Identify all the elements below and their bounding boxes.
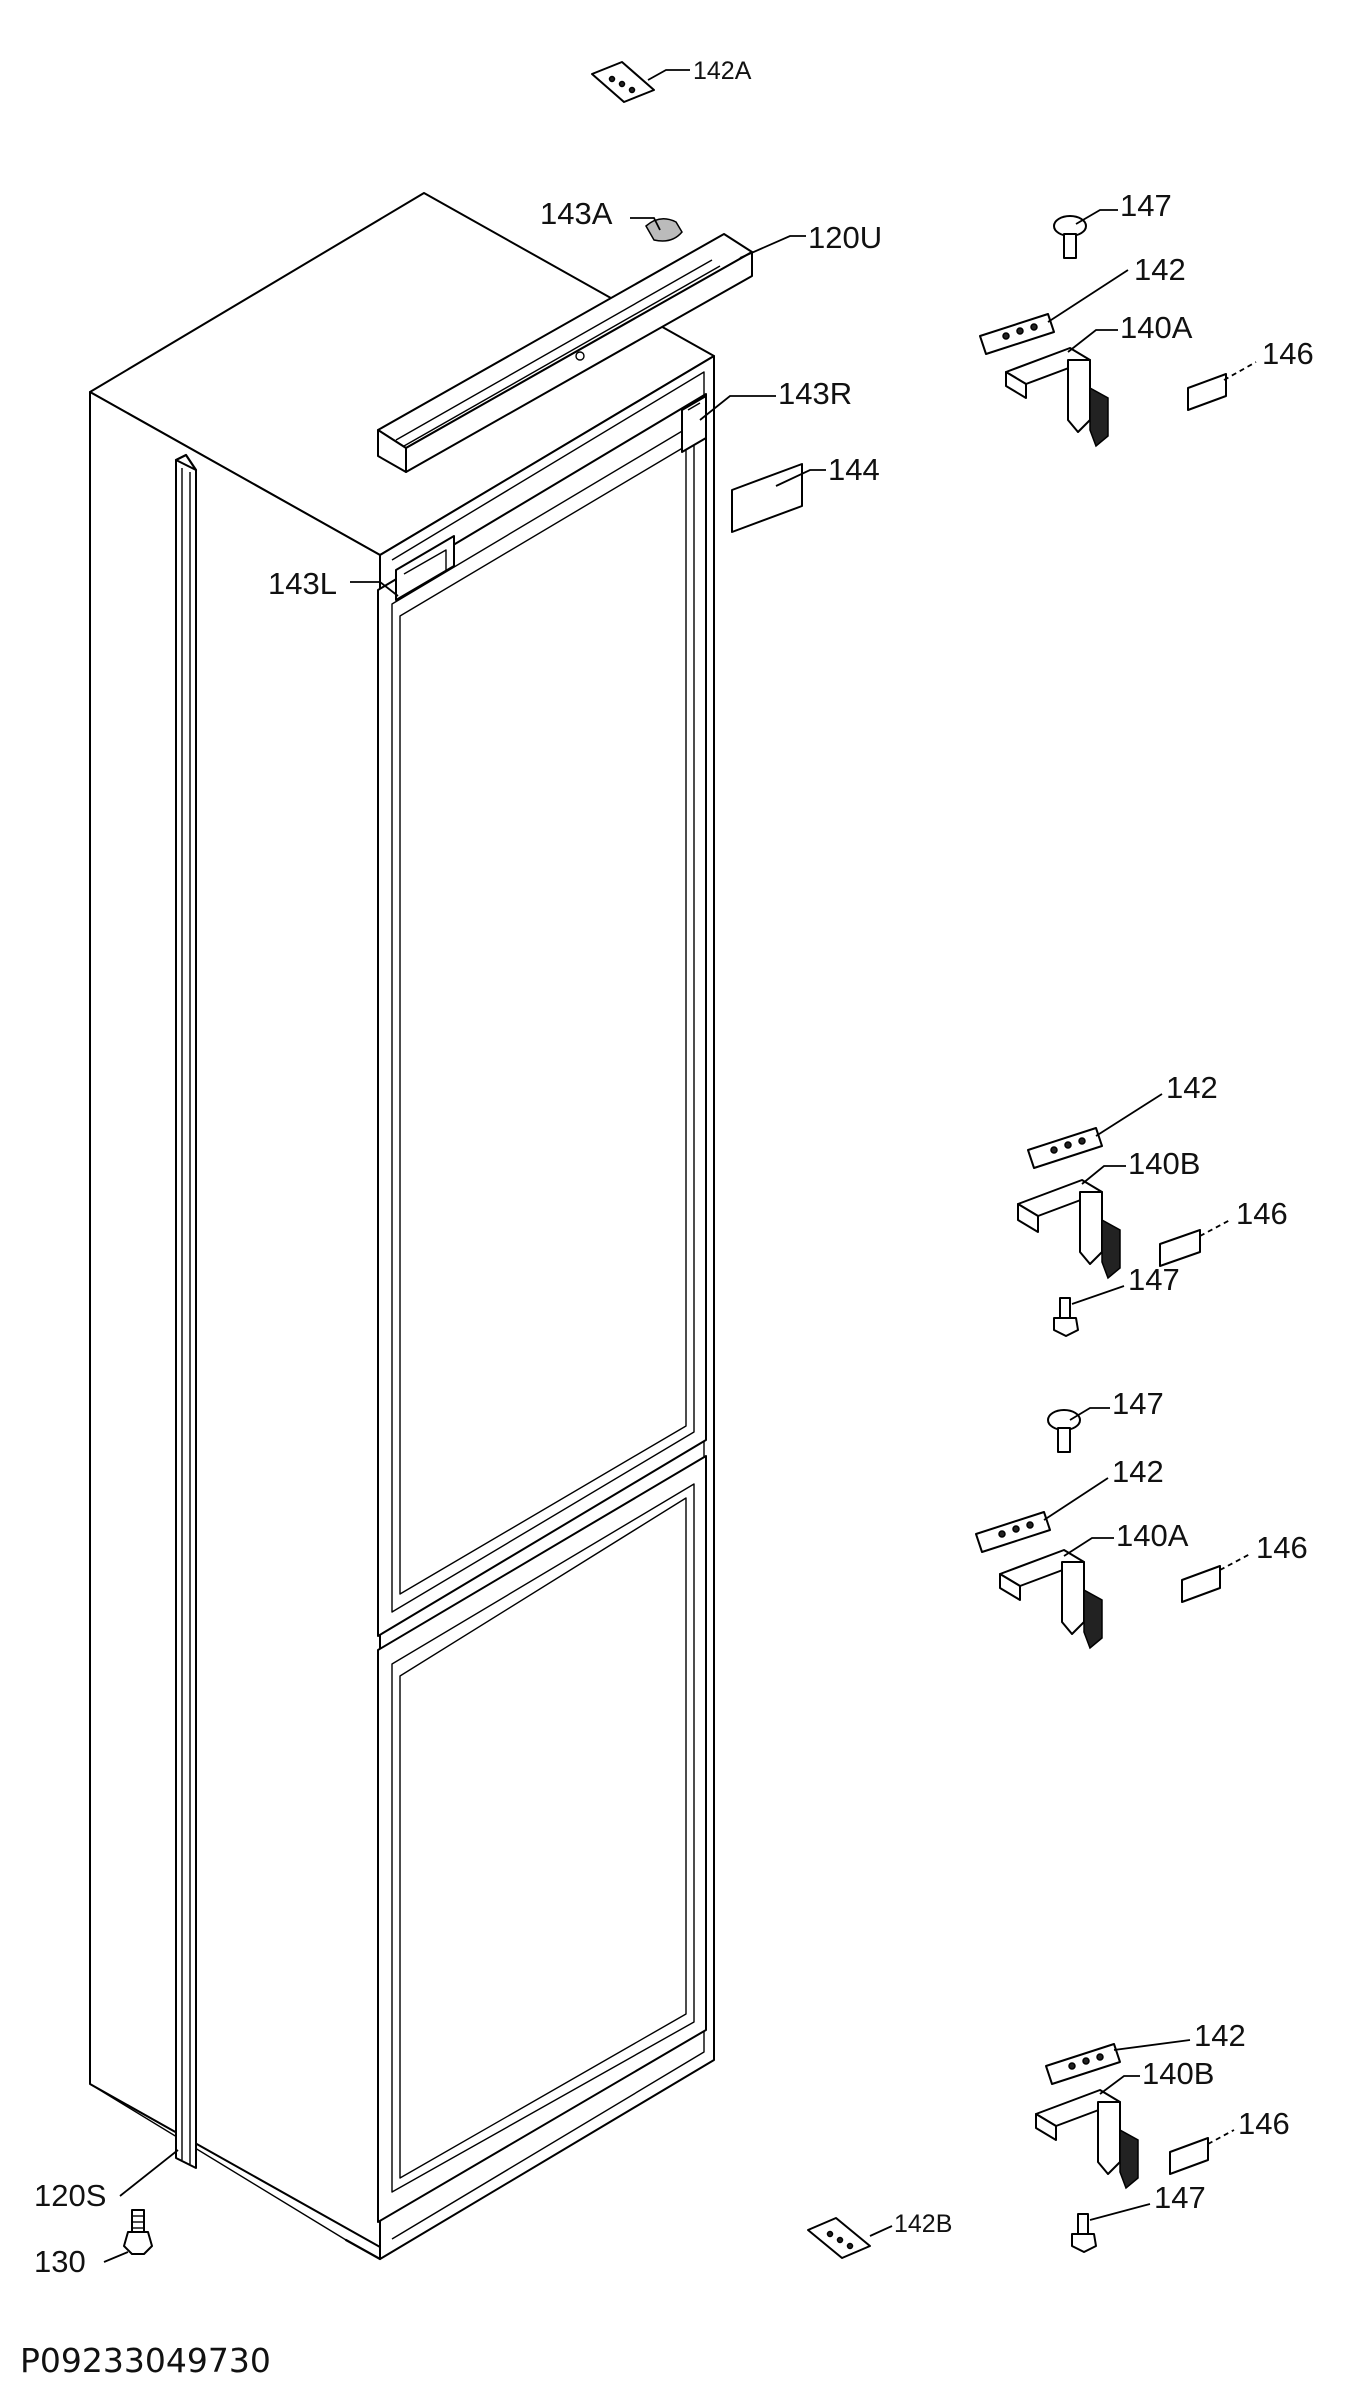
leader-lines: [103, 69, 1257, 2263]
top-rail: [377, 233, 753, 473]
label-142-d: 142: [1194, 2018, 1246, 2053]
label-147-b: 147: [1128, 1262, 1180, 1297]
label-146-b: 146: [1236, 1196, 1288, 1231]
label-142-a: 142: [1134, 252, 1186, 287]
hinge-assembly-4: [1035, 2043, 1209, 2253]
label-120U: 120U: [808, 220, 882, 255]
label-plate-144: [731, 463, 803, 533]
hinge-assembly-1: [979, 215, 1227, 448]
label-144: 144: [828, 452, 880, 487]
corner-pad-143R: [681, 395, 707, 453]
label-147-a: 147: [1120, 188, 1172, 223]
small-plate-142B: [807, 2217, 871, 2259]
hinge-assembly-3: [975, 1409, 1221, 1650]
label-140A-a: 140A: [1120, 310, 1193, 345]
adjustable-foot-130: [123, 2209, 153, 2255]
label-147-c: 147: [1112, 1386, 1164, 1421]
label-146-c: 146: [1256, 1530, 1308, 1565]
label-146-d: 146: [1238, 2106, 1290, 2141]
corner-pad-143L: [395, 535, 455, 601]
label-140B-b: 140B: [1142, 2056, 1214, 2091]
label-140A-b: 140A: [1116, 1518, 1189, 1553]
side-trim-strip: [174, 453, 198, 2169]
label-142B: 142B: [894, 2210, 952, 2238]
label-143A: 143A: [540, 196, 613, 231]
label-147-d: 147: [1154, 2180, 1206, 2215]
small-plate-142A: [591, 61, 655, 103]
label-143R: 143R: [778, 376, 852, 411]
label-142-c: 142: [1112, 1454, 1164, 1489]
label-142-b: 142: [1166, 1070, 1218, 1105]
hinge-assembly-2: [1017, 1127, 1201, 1337]
label-120S: 120S: [34, 2178, 106, 2213]
label-130: 130: [34, 2244, 86, 2279]
label-140B-a: 140B: [1128, 1146, 1200, 1181]
part-143A: [645, 218, 683, 242]
part-labels: 142A 143A 120U 143R 144 143L 147 142 140…: [34, 57, 1314, 2279]
label-146-a: 146: [1262, 336, 1314, 371]
lower-door-panel: [377, 1455, 707, 2223]
label-142A: 142A: [693, 57, 752, 85]
label-143L: 143L: [268, 566, 337, 601]
upper-door-panel: [377, 393, 707, 1637]
drawing-code: P09233049730: [20, 2341, 271, 2380]
